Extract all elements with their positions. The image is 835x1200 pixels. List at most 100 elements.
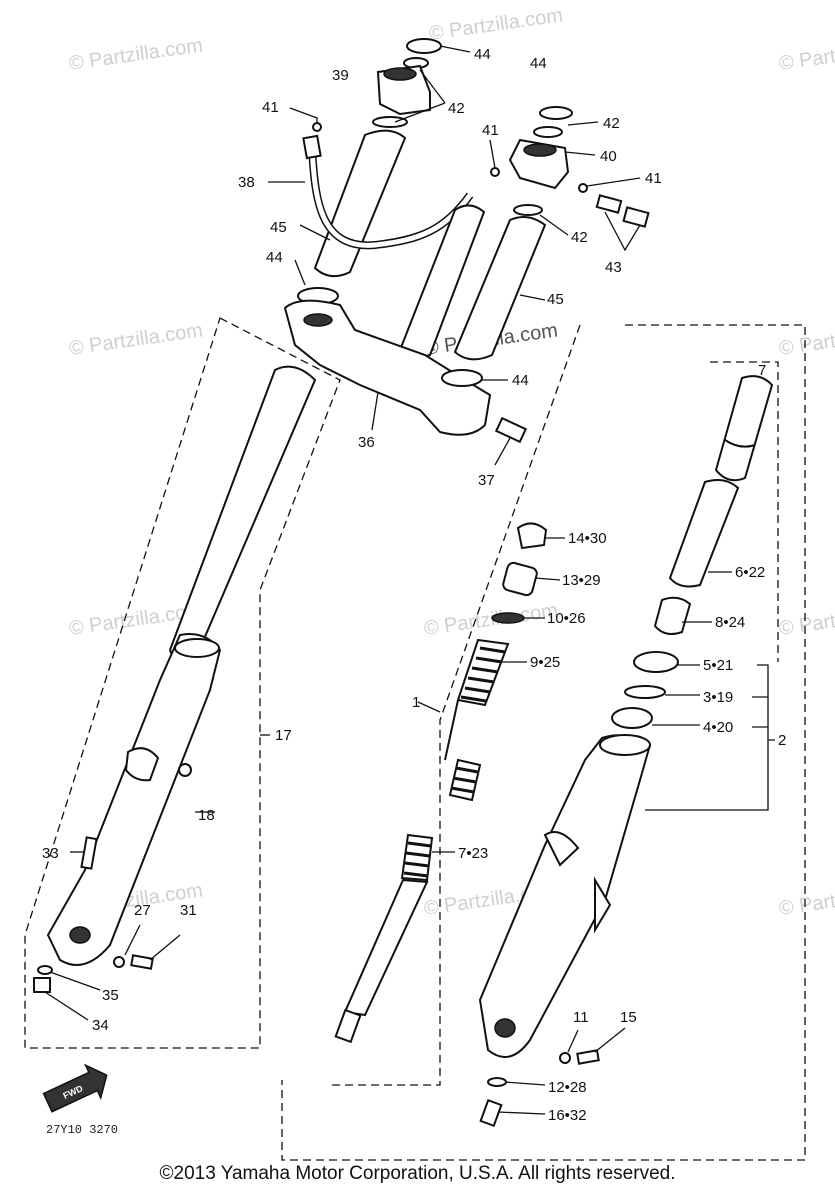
washer-42 (372, 116, 408, 128)
bolt-15 (576, 1049, 600, 1065)
callout-2: 2 (778, 732, 786, 749)
fork-bracket-right (594, 876, 612, 934)
watermark: © Partzilla.com (778, 599, 835, 640)
outer-tube-top-seal (599, 734, 651, 756)
callout-15: 15 (620, 1009, 637, 1026)
callout-9-25: 9•25 (530, 654, 560, 671)
inner-tube-right (714, 375, 774, 482)
bolt-43b (622, 206, 650, 228)
callout-17: 17 (275, 727, 292, 744)
damper-rod-upper (444, 699, 459, 761)
callout-34: 34 (92, 1017, 109, 1034)
brake-mount (543, 831, 580, 867)
washer-12 (487, 1077, 507, 1087)
washer-42-right (533, 126, 563, 138)
callout-42: 42 (448, 100, 465, 117)
washer-44-top (406, 38, 442, 54)
washer-44-right (539, 106, 573, 120)
left-fork-group-outline (24, 317, 341, 1049)
center-inner-group-outline (330, 324, 581, 1086)
holder-40-hole (523, 143, 557, 157)
seal-5 (633, 651, 679, 673)
watermark: © Partzilla.com (68, 34, 205, 75)
tube-45-left (313, 129, 407, 278)
fwd-arrow-icon (42, 1063, 108, 1113)
callout-40: 40 (600, 148, 617, 165)
clip-3 (624, 685, 666, 699)
callout-39: 39 (332, 67, 349, 84)
washer-11 (559, 1052, 571, 1064)
callout-4-20: 4•20 (703, 719, 733, 736)
callout-12-28: 12•28 (548, 1079, 587, 1096)
callout-5-21: 5•21 (703, 657, 733, 674)
right-fork-group-outline (281, 324, 806, 1161)
callout-labels: 44 39 42 41 38 45 44 44 42 40 41 41 42 4… (42, 46, 786, 1124)
callout-18: 18 (198, 807, 215, 824)
bolt-34 (33, 977, 51, 993)
callout-11: 11 (573, 1009, 589, 1026)
callout-41: 41 (482, 122, 499, 139)
fwd-arrow: FWD (42, 1063, 108, 1113)
fitting-41-center (490, 167, 500, 177)
bolt-16 (479, 1098, 503, 1128)
bracket-36 (283, 299, 492, 436)
top-assembly (283, 38, 650, 444)
callout-45: 45 (270, 219, 287, 236)
hose-fitting-top (302, 134, 322, 160)
callout-43: 43 (605, 259, 622, 276)
watermark: © Partzilla.com (423, 599, 560, 640)
left-fork-lug (178, 763, 192, 777)
watermark: © Partzilla.com (778, 34, 835, 75)
callout-1: 1 (412, 694, 420, 711)
washer-35 (37, 965, 53, 975)
diagram-code: 27Y10 3270 (46, 1123, 118, 1137)
callout-27: 27 (134, 902, 151, 919)
bolt-31 (130, 954, 154, 970)
center-inner-assembly (334, 522, 548, 1044)
callout-33: 33 (42, 845, 59, 862)
washer-27 (113, 956, 125, 968)
left-inner-tube (168, 365, 317, 663)
callout-6-22: 6•22 (735, 564, 765, 581)
callout-42: 42 (603, 115, 620, 132)
callout-3-19: 3•19 (703, 689, 733, 706)
copyright-notice: ©2013 Yamaha Motor Corporation, U.S.A. A… (159, 1163, 676, 1184)
watermark: © Partzilla.com (68, 319, 205, 360)
callout-38: 38 (238, 174, 255, 191)
clip-10 (491, 612, 525, 624)
tube-45-right (453, 215, 547, 361)
right-axle-hole (494, 1018, 516, 1038)
inner-tube-band (724, 439, 756, 448)
callout-44: 44 (266, 249, 283, 266)
damper-rod-tip (334, 1008, 362, 1044)
washer-4 (611, 707, 653, 729)
holder-39-hole (383, 67, 417, 81)
spacer-6 (668, 479, 740, 588)
left-fork-seal (174, 638, 220, 658)
fitting-41-right (578, 183, 588, 193)
left-fork-assembly (33, 365, 317, 993)
callout-10-26: 10•26 (547, 610, 586, 627)
callout-35: 35 (102, 987, 119, 1004)
callout-44: 44 (530, 55, 547, 72)
callout-41: 41 (262, 99, 279, 116)
callout-36: 36 (358, 434, 375, 451)
washer-42-tube (513, 204, 543, 216)
callout-37: 37 (478, 472, 495, 489)
plug-13 (502, 561, 538, 597)
left-outer-tube-18 (46, 633, 222, 966)
left-axle-hole (69, 926, 91, 944)
callout-31: 31 (180, 902, 197, 919)
bolt-37 (494, 416, 528, 444)
inner-parts-outline (710, 361, 779, 662)
callout-8-24: 8•24 (715, 614, 745, 631)
washer-44-bracket (441, 369, 483, 387)
watermark: © Partzilla.com (428, 4, 565, 45)
fitting-41-left (312, 122, 322, 132)
callout-42: 42 (571, 229, 588, 246)
callout-7-23: 7•23 (458, 845, 488, 862)
callout-13-29: 13•29 (562, 572, 601, 589)
callout-41: 41 (645, 170, 662, 187)
callout-7: 7 (758, 362, 766, 379)
